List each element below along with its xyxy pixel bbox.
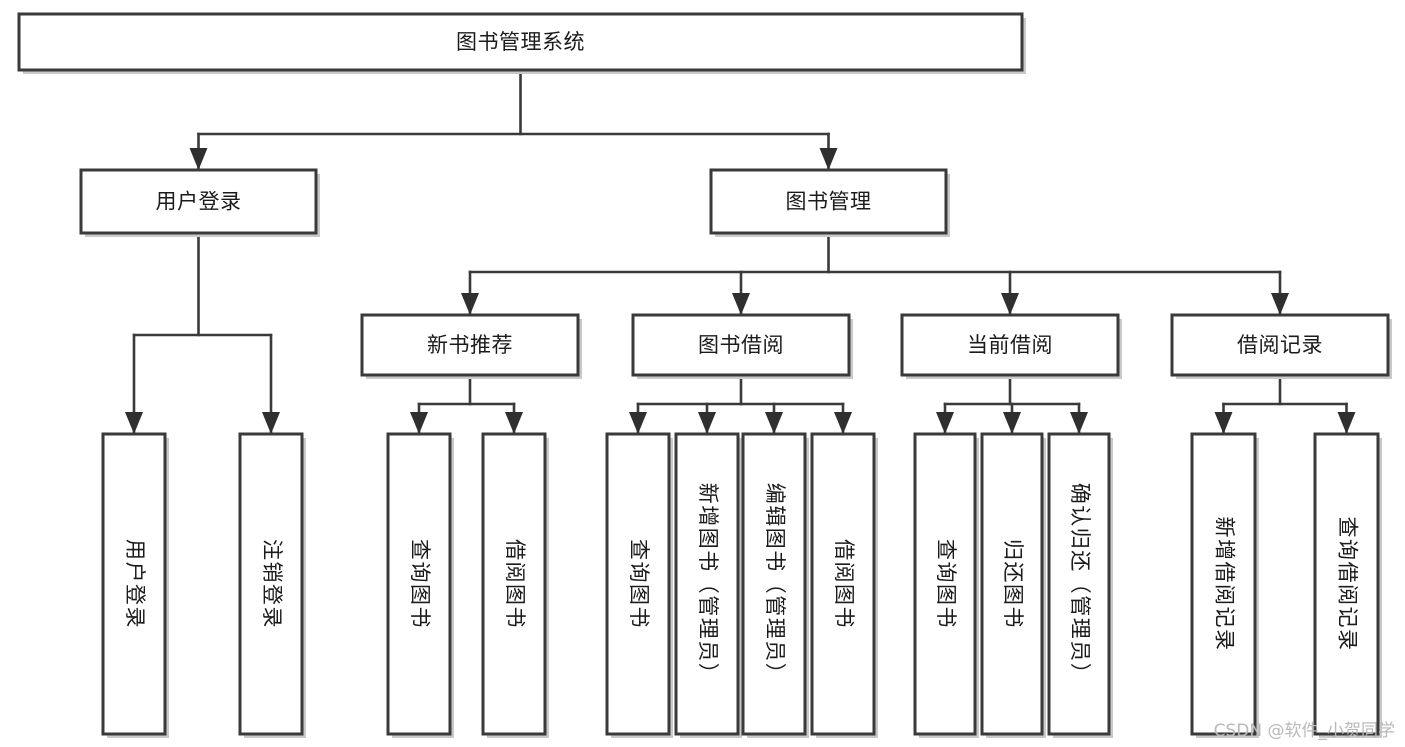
arrow-head-icon: [410, 412, 428, 434]
node-leaf-confirm-return-box[interactable]: [1047, 432, 1111, 736]
node-leaf-return-book-label: 归还图书: [1001, 539, 1025, 629]
node-leaf-user-login-label: 用户登录: [123, 539, 147, 629]
node-leaf-edit-book-label: 编辑图书（管理员）: [763, 483, 787, 686]
node-leaf-confirm-return-label: 确认归还（管理员）: [1068, 483, 1092, 686]
node-borrow-record-box[interactable]: [1170, 313, 1390, 377]
node-root-图书管理系统-box[interactable]: [17, 12, 1024, 72]
node-current-borrow-label: 当前借阅: [967, 333, 1053, 357]
node-leaf-borrow-book-1-label: 借阅图书: [503, 539, 527, 629]
arrow-head-icon: [1271, 293, 1289, 315]
node-current-borrow-box[interactable]: [900, 313, 1120, 377]
node-leaf-add-record-box[interactable]: [1190, 432, 1257, 736]
node-leaf-query-book-3-box[interactable]: [913, 432, 977, 736]
arrow-head-icon: [1337, 412, 1356, 434]
arrow-head-icon: [936, 412, 954, 434]
arrow-head-icon: [1070, 412, 1088, 434]
node-user-login-label: 用户登录: [156, 190, 242, 214]
arrow-head-icon: [1003, 412, 1021, 434]
node-book-management-box[interactable]: [709, 168, 948, 235]
node-leaf-user-logout-label: 注销登录: [260, 539, 284, 629]
csdn-watermark: CSDN @软件_小贺同学: [1213, 721, 1395, 741]
arrow-head-icon: [698, 412, 716, 434]
node-new-book-recommend-label: 新书推荐: [427, 333, 513, 357]
connector-layer: [125, 68, 1356, 435]
node-leaf-query-book-2-box[interactable]: [605, 432, 671, 736]
arrow-head-icon: [461, 293, 479, 315]
node-leaf-query-book-1-box[interactable]: [386, 432, 452, 736]
arrow-head-icon: [1214, 412, 1233, 434]
node-user-login-box[interactable]: [79, 168, 318, 235]
arrow-head-icon: [765, 412, 783, 434]
node-leaf-add-record-label: 新增借阅记录: [1213, 517, 1237, 652]
node-leaf-borrow-book-2-label: 借阅图书: [832, 539, 856, 629]
node-layer: 图书管理系统用户登录图书管理新书推荐图书借阅当前借阅借阅记录用户登录注销登录查询…: [17, 12, 1392, 738]
arrow-head-icon: [819, 148, 838, 170]
arrow-head-icon: [1001, 293, 1019, 315]
arrow-head-icon: [262, 412, 280, 434]
arrow-head-icon: [732, 293, 750, 315]
node-book-management-label: 图书管理: [786, 190, 872, 214]
node-leaf-query-book-2-label: 查询图书: [627, 539, 651, 629]
node-book-borrow-box[interactable]: [631, 313, 851, 377]
node-leaf-user-logout-box[interactable]: [238, 432, 304, 736]
node-leaf-borrow-book-1-box[interactable]: [481, 432, 547, 736]
node-leaf-return-book-box[interactable]: [980, 432, 1044, 736]
node-leaf-add-book-box[interactable]: [674, 432, 740, 736]
arrow-head-icon: [189, 148, 208, 170]
arrow-head-icon: [629, 412, 647, 434]
node-leaf-query-book-1-label: 查询图书: [408, 539, 432, 629]
node-leaf-query-book-3-label: 查询图书: [934, 539, 958, 629]
node-root-图书管理系统-label: 图书管理系统: [456, 30, 585, 54]
node-leaf-add-book-label: 新增图书（管理员）: [696, 483, 720, 686]
node-leaf-query-record-box[interactable]: [1313, 432, 1380, 736]
node-book-borrow-label: 图书借阅: [698, 333, 784, 357]
arrow-head-icon: [125, 412, 143, 434]
node-leaf-borrow-book-2-box[interactable]: [810, 432, 876, 736]
node-leaf-query-record-label: 查询借阅记录: [1336, 517, 1360, 652]
node-new-book-recommend-box[interactable]: [360, 313, 580, 377]
arrow-head-icon: [505, 412, 523, 434]
node-borrow-record-label: 借阅记录: [1237, 333, 1323, 357]
arrow-head-icon: [834, 412, 852, 434]
node-leaf-edit-book-box[interactable]: [741, 432, 807, 736]
node-leaf-user-login-box[interactable]: [101, 432, 167, 736]
